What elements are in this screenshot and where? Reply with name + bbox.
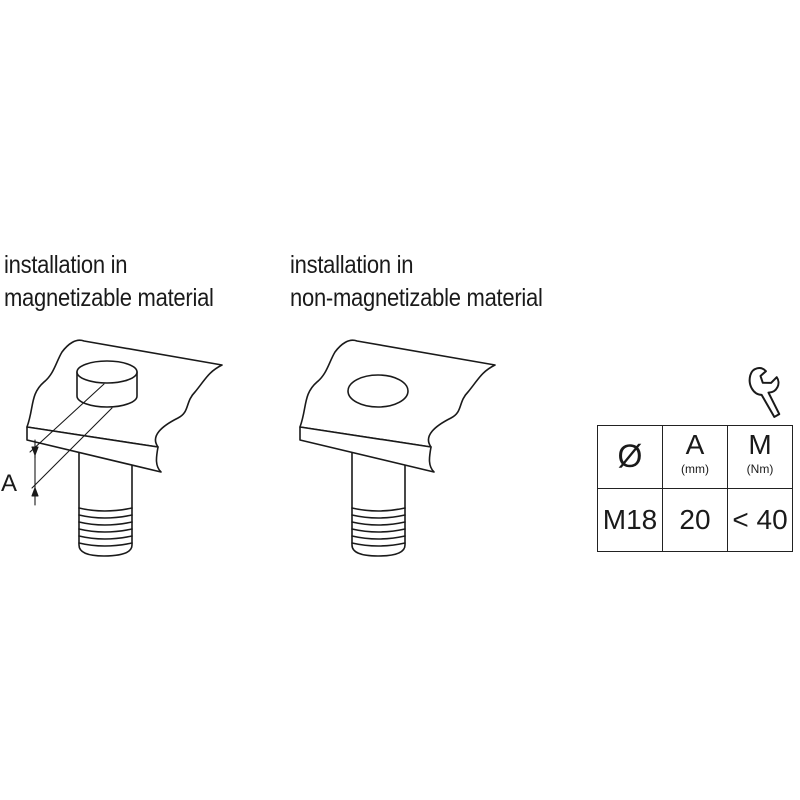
header-distance: A (mm) bbox=[662, 425, 728, 489]
header-torque: M (Nm) bbox=[727, 425, 793, 489]
sensor-non-magnetizable bbox=[299, 339, 496, 557]
cell-thread-size: M18 bbox=[597, 488, 663, 552]
header-diameter: Ø bbox=[597, 425, 663, 489]
sensor-barrel-left bbox=[78, 451, 133, 557]
mounting-plate-right bbox=[299, 339, 496, 473]
header-distance-symbol: A bbox=[685, 429, 705, 460]
sensor-face-right bbox=[347, 374, 409, 408]
header-torque-symbol: M bbox=[748, 429, 772, 460]
sensor-barrel-right bbox=[351, 451, 406, 557]
caption-magnetizable-line1: installation in bbox=[4, 251, 128, 279]
header-torque-unit: (Nm) bbox=[746, 462, 774, 476]
spec-table: Ø A (mm) M (Nm) M18 20 < 40 bbox=[597, 425, 793, 552]
cell-distance-value: 20 bbox=[662, 488, 728, 552]
wrench-icon bbox=[748, 367, 781, 418]
caption-magnetizable-line2: magnetizable material bbox=[4, 284, 214, 312]
caption-magnetizable: installation in magnetizable material bbox=[4, 249, 214, 315]
cell-torque-value: < 40 bbox=[727, 488, 793, 552]
dimension-a-label: A bbox=[1, 470, 18, 497]
spec-table-row: M18 20 < 40 bbox=[597, 488, 793, 552]
dimension-a-lines bbox=[29, 383, 113, 506]
mounting-plate-left bbox=[26, 339, 223, 473]
header-distance-unit: (mm) bbox=[681, 462, 709, 476]
spec-table-header: Ø A (mm) M (Nm) bbox=[597, 425, 793, 489]
caption-non-magnetizable-line1: installation in bbox=[290, 251, 414, 279]
header-diameter-symbol: Ø bbox=[617, 438, 643, 474]
caption-non-magnetizable: installation in non-magnetizable materia… bbox=[290, 249, 543, 315]
sensor-head-left bbox=[76, 360, 138, 408]
caption-non-magnetizable-line2: non-magnetizable material bbox=[290, 284, 543, 312]
sensor-flush-magnetizable bbox=[26, 339, 223, 557]
